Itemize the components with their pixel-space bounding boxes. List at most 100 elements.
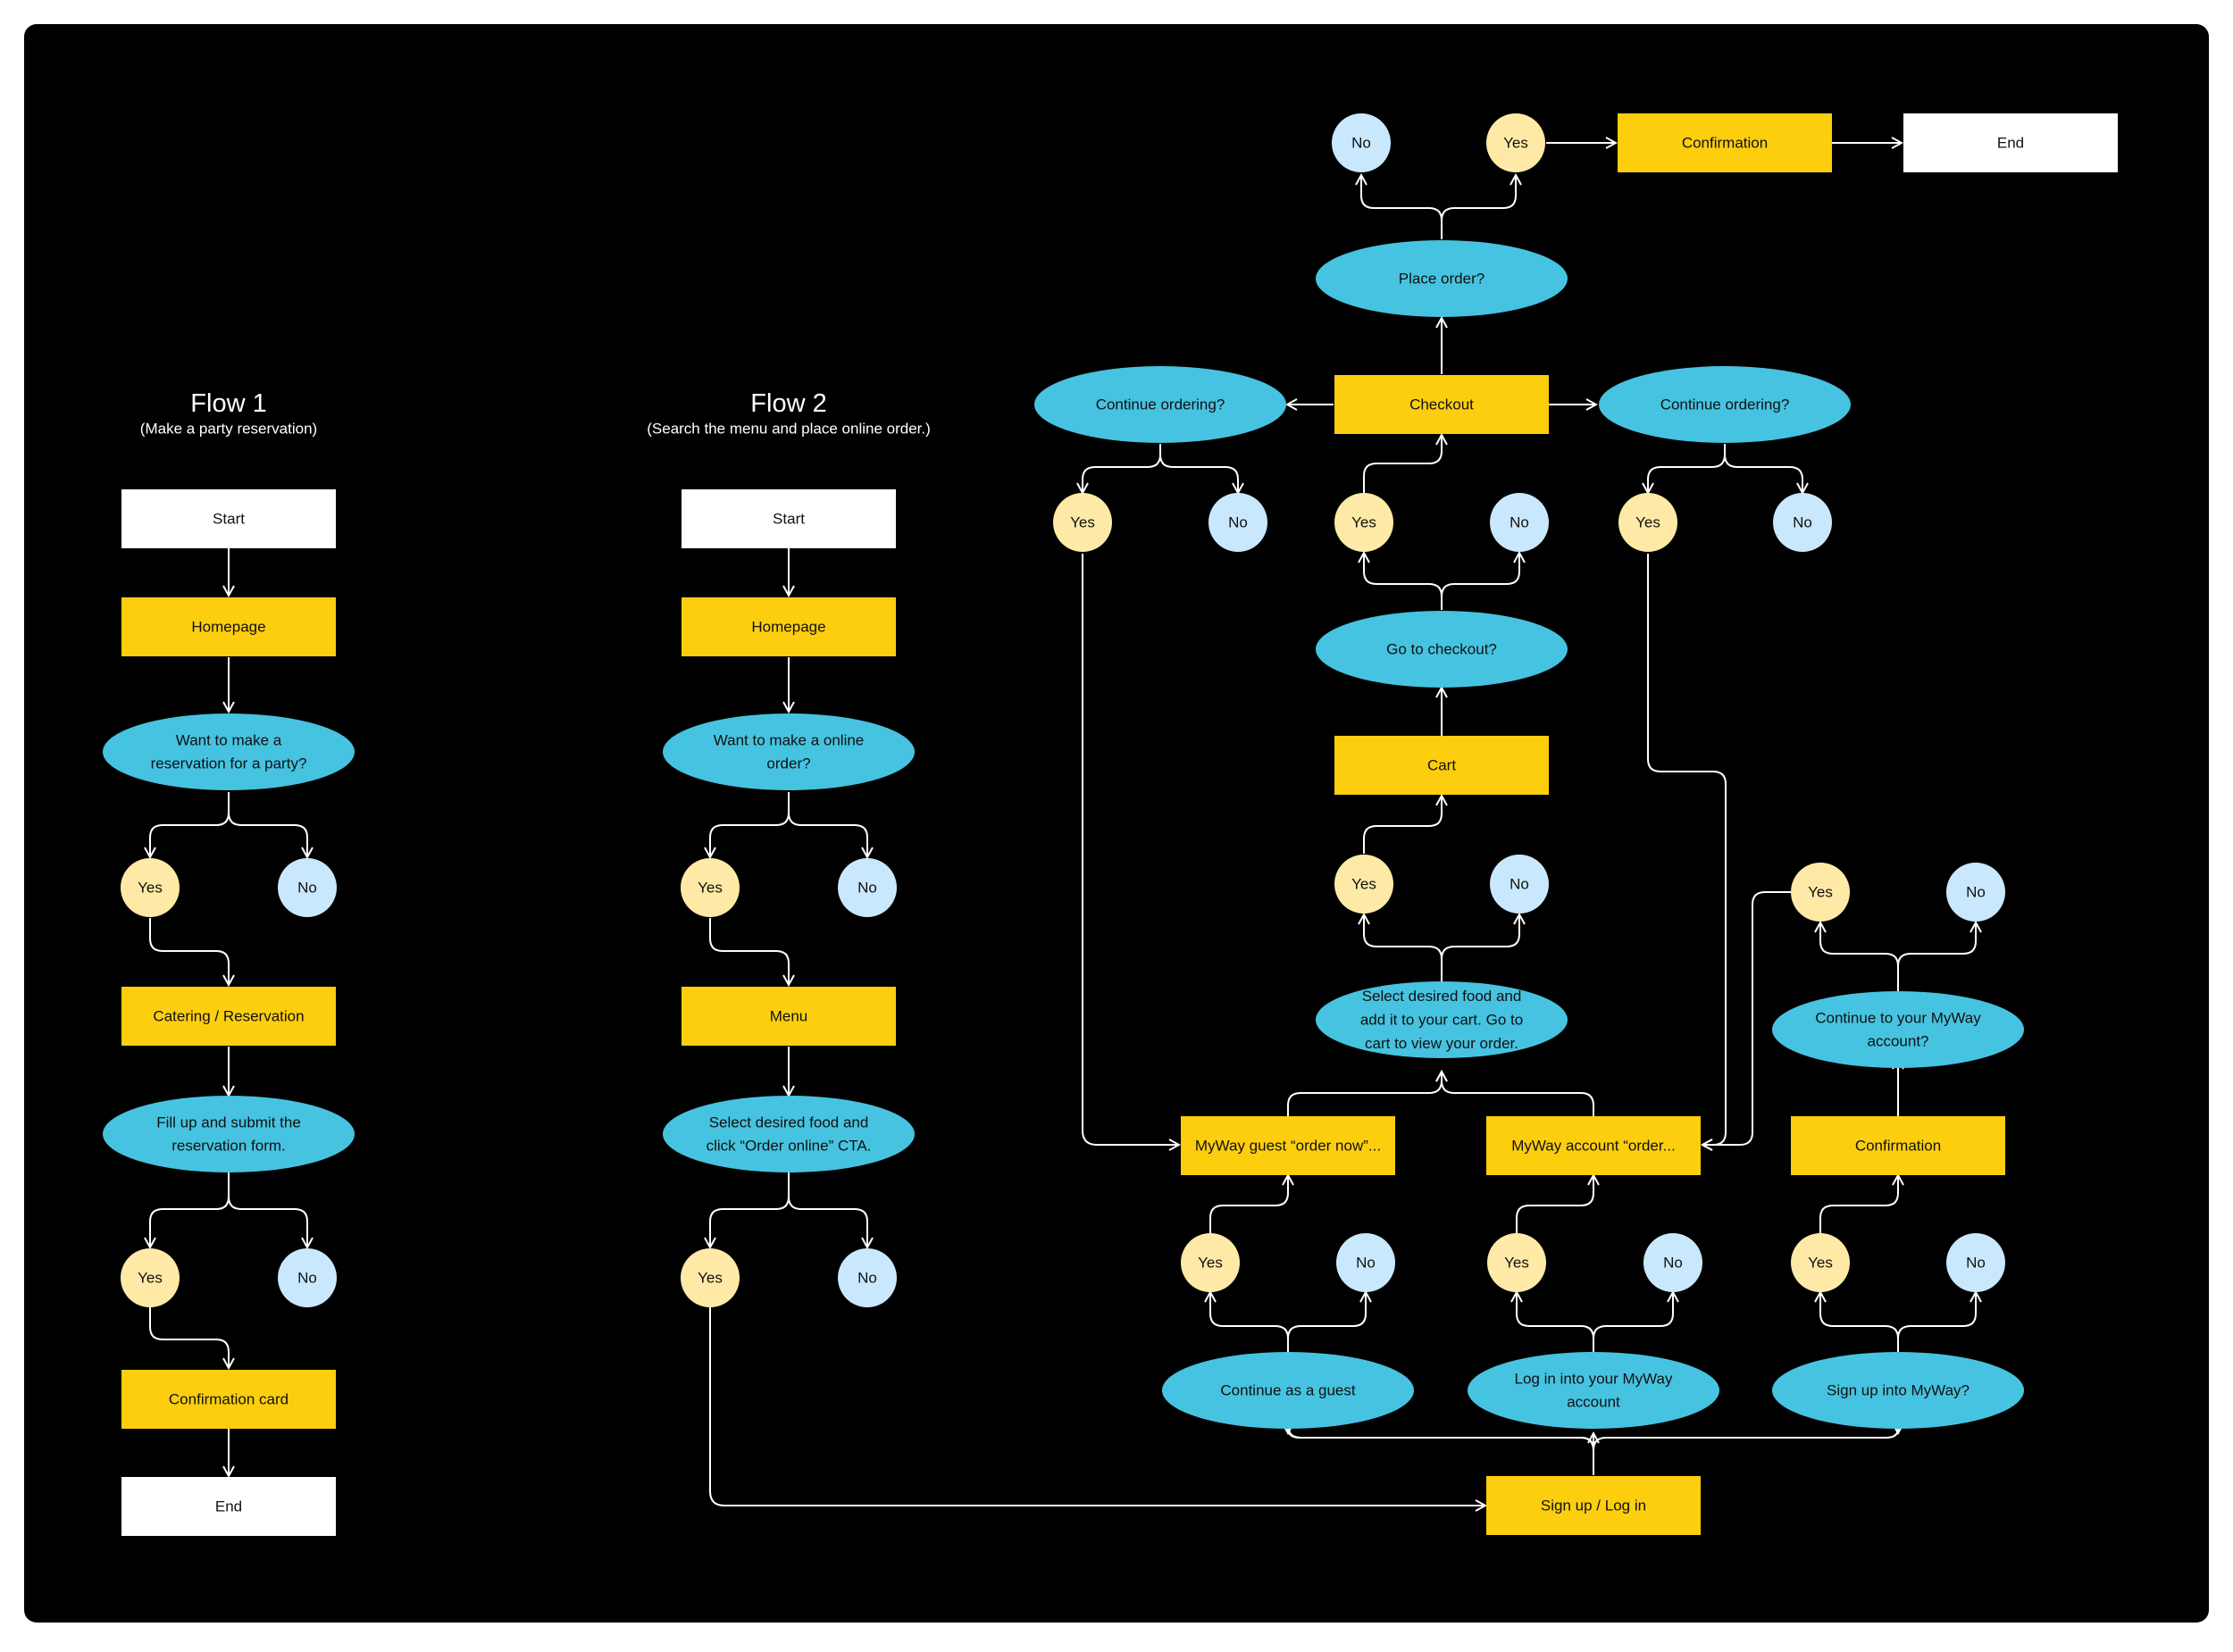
f2-goto-checkout[interactable]: Go to checkout?	[1316, 611, 1568, 688]
f2-checkout[interactable]: Checkout	[1334, 375, 1549, 434]
f1-decision1-branch-left	[150, 792, 230, 857]
f2-login-no[interactable]: No	[1643, 1233, 1702, 1292]
f2-signup-yes-label: Yes	[1808, 1255, 1833, 1272]
f2-homepage[interactable]: Homepage	[682, 597, 896, 656]
f2-signup[interactable]: Sign up / Log in	[1486, 1476, 1701, 1535]
f2-decision-select-shape	[663, 1096, 915, 1172]
f2-decision-order-label-line-2: order?	[766, 755, 810, 772]
f1-decision2-branch-left	[150, 1172, 230, 1247]
f2-no-2-label: No	[857, 1270, 877, 1287]
f2-continue-left-yes-label: Yes	[1070, 514, 1095, 531]
f2-guest-decision[interactable]: Continue as a guest	[1162, 1352, 1414, 1429]
f2-decision2-branch-left	[710, 1172, 790, 1247]
f2-goto-yes[interactable]: Yes	[1334, 493, 1393, 552]
f2-continue-left-yes[interactable]: Yes	[1053, 493, 1112, 552]
f2-select-food-label-line-3: cart to view your order.	[1365, 1035, 1518, 1052]
goto-yes-to-checkout	[1363, 435, 1442, 493]
f2-goto-no[interactable]: No	[1490, 493, 1549, 552]
f2-no-2[interactable]: No	[838, 1248, 897, 1307]
f2-login-yes-shape	[1487, 1233, 1546, 1292]
login-branch-right	[1593, 1292, 1673, 1339]
f2-place-no-shape	[1332, 113, 1391, 172]
f2-select-yes-shape	[1334, 855, 1393, 914]
f2-signup-decision-shape	[1772, 1352, 2024, 1429]
f2-final-confirmation-label: Confirmation	[1682, 135, 1768, 152]
signup-signup-arrow	[1593, 1429, 1898, 1451]
f2-yes-1[interactable]: Yes	[681, 858, 740, 917]
f2-continue-right-yes[interactable]: Yes	[1618, 493, 1677, 552]
f1-yes-1[interactable]: Yes	[121, 858, 180, 917]
f2-yes2-to-signup	[709, 1307, 1485, 1506]
f2-continue-left-no[interactable]: No	[1208, 493, 1267, 552]
f2-yes1-to-menu	[709, 918, 789, 985]
f2-select-no[interactable]: No	[1490, 855, 1549, 914]
f2-final-confirmation[interactable]: Confirmation	[1618, 113, 1832, 172]
goto-branch-right	[1441, 553, 1519, 597]
f1-end[interactable]: End	[121, 1477, 336, 1536]
f2-login-yes[interactable]: Yes	[1487, 1233, 1546, 1292]
place-branch-left	[1361, 175, 1443, 239]
f2-signup-no[interactable]: No	[1946, 1233, 2005, 1292]
f2-continue-account-no-shape	[1946, 863, 2005, 922]
continue-right-branch-left	[1648, 444, 1726, 493]
f2-cart[interactable]: Cart	[1334, 736, 1549, 795]
f2-menu[interactable]: Menu	[682, 987, 896, 1046]
f2-continue-account-yes[interactable]: Yes	[1791, 863, 1850, 922]
f1-yes-2[interactable]: Yes	[121, 1248, 180, 1307]
f2-signup-yes-shape	[1791, 1233, 1850, 1292]
f2-account-box[interactable]: MyWay account “order...	[1486, 1116, 1701, 1175]
f2-place-order[interactable]: Place order?	[1316, 240, 1568, 317]
f2-end-shape	[1903, 113, 2118, 172]
f1-catering[interactable]: Catering / Reservation	[121, 987, 336, 1046]
f2-continue-right-no[interactable]: No	[1773, 493, 1832, 552]
f1-decision-party-shape	[103, 713, 355, 790]
f1-start-label: Start	[213, 511, 245, 528]
f2-continue-account-yes-label: Yes	[1808, 884, 1833, 901]
f2-guest-box[interactable]: MyWay guest “order now”...	[1181, 1116, 1395, 1175]
signup-yes-to-confirmation	[1819, 1175, 1898, 1233]
continue-account-branch-left	[1820, 922, 1899, 991]
f1-confirmation[interactable]: Confirmation card	[121, 1370, 336, 1429]
f2-place-no[interactable]: No	[1332, 113, 1391, 172]
signup-guest-arrow	[1288, 1429, 1594, 1451]
continue-left-branch-right	[1159, 454, 1238, 493]
f2-signup-yes[interactable]: Yes	[1791, 1233, 1850, 1292]
f2-select-yes[interactable]: Yes	[1334, 855, 1393, 914]
f2-no-1[interactable]: No	[838, 858, 897, 917]
f1-start[interactable]: Start	[121, 489, 336, 548]
f2-continue-left[interactable]: Continue ordering?	[1034, 366, 1286, 443]
f2-place-yes[interactable]: Yes	[1486, 113, 1545, 172]
f1-no-2[interactable]: No	[278, 1248, 337, 1307]
f1-decision2-branch-right	[228, 1196, 307, 1247]
flow1-title: Flow 1	[190, 389, 266, 418]
f2-end[interactable]: End	[1903, 113, 2118, 172]
f2-yes-2[interactable]: Yes	[681, 1248, 740, 1307]
f1-no-1[interactable]: No	[278, 858, 337, 917]
f1-start-shape	[121, 489, 336, 548]
f2-guest-no-label: No	[1356, 1255, 1376, 1272]
f2-homepage-shape	[682, 597, 896, 656]
f2-guest-no[interactable]: No	[1336, 1233, 1395, 1292]
f2-continue-right-shape	[1599, 366, 1851, 443]
signup-branch-left	[1820, 1292, 1899, 1352]
f2-continue-account-no[interactable]: No	[1946, 863, 2005, 922]
f1-confirmation-shape	[121, 1370, 336, 1429]
f1-homepage[interactable]: Homepage	[121, 597, 336, 656]
f2-decision-order-shape	[663, 713, 915, 790]
f2-continue-left-label: Continue ordering?	[1096, 396, 1225, 413]
f2-guest-decision-shape	[1162, 1352, 1414, 1429]
f2-continue-right[interactable]: Continue ordering?	[1599, 366, 1851, 443]
f2-guest-yes[interactable]: Yes	[1181, 1233, 1240, 1292]
f2-yes-1-label: Yes	[698, 880, 723, 897]
f2-signup-confirmation[interactable]: Confirmation	[1791, 1116, 2005, 1175]
f2-signup-decision[interactable]: Sign up into MyWay?	[1772, 1352, 2024, 1429]
f2-login-decision-label-line-1: Log in into your MyWay	[1515, 1370, 1673, 1387]
f2-start[interactable]: Start	[682, 489, 896, 548]
